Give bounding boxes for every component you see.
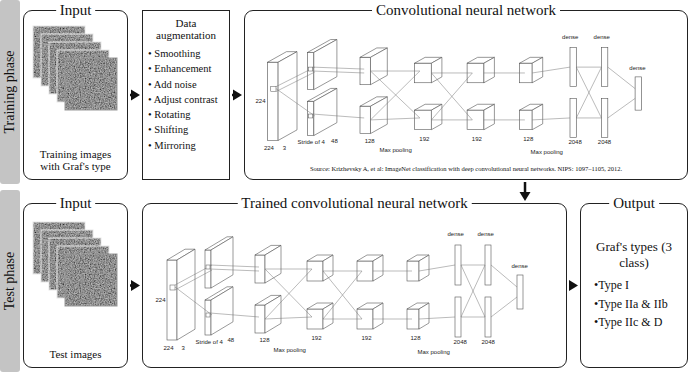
phase-label: Test phase: [2, 252, 18, 311]
layer-label: Max pooling: [530, 149, 563, 156]
layer-label: 192: [361, 335, 372, 342]
layer-label: 128: [364, 138, 375, 145]
layer-label: 2048: [597, 139, 611, 146]
layer-label: 48: [331, 138, 339, 145]
layer-label: dense: [562, 34, 579, 41]
phase-band: Test phase: [0, 190, 20, 372]
list-item: • Shifting: [148, 122, 224, 137]
list-item: •Type IIc & D: [586, 313, 682, 332]
layer-label: dense: [511, 263, 528, 270]
layer-label: Max pooling: [417, 349, 450, 356]
layer-label: 192: [419, 136, 430, 143]
box-heading: Data augmentation: [148, 17, 224, 41]
arrow-connector: [130, 280, 140, 291]
cnn-figure: [167, 237, 523, 340]
layer-label: 48: [227, 337, 235, 344]
layer-label: 224: [263, 145, 274, 152]
list-item: • Rotating: [148, 107, 224, 122]
layer-label: 224: [255, 98, 266, 105]
cnn-box: Convolutional neural networkSource: Kriz…: [244, 10, 688, 180]
list-item: •Type IIa & IIb: [586, 295, 682, 314]
layer-label: 2048: [481, 339, 495, 346]
arrow-head: [569, 280, 578, 291]
layer-label: dense: [629, 65, 646, 72]
list-item: • Mirroring: [148, 138, 224, 153]
arrow-head: [131, 90, 140, 101]
layer-label: Stride of 4: [297, 139, 325, 146]
input-box: InputTraining images with Graf's type: [23, 10, 128, 180]
list-item: • Add noise: [148, 77, 224, 92]
arrow-connector: [232, 90, 242, 101]
layer-label: Stride of 4: [195, 339, 223, 346]
box-heading: Convolutional neural network: [372, 1, 560, 19]
layer-label: 192: [311, 335, 322, 342]
list-item: • Enhancement: [148, 61, 224, 76]
source-note: Source: Krizhevsky A, et al: ImageNet cl…: [250, 165, 682, 173]
box-caption: Graf's types (3 class): [586, 239, 682, 270]
box-caption: Test images: [29, 348, 122, 361]
layer-label: Max pooling: [379, 147, 412, 154]
layer-label: 2048: [568, 139, 582, 146]
layer-label: 128: [410, 335, 421, 342]
arrow-head: [131, 280, 140, 291]
layer-label: 224: [155, 297, 166, 304]
arrow-head: [233, 90, 242, 101]
list-item: • Adjust contrast: [148, 92, 224, 107]
box-heading: Trained convolutional neural network: [237, 194, 471, 212]
box-heading: Output: [609, 194, 659, 212]
arrow-connector: [130, 90, 140, 101]
layer-label: dense: [477, 231, 494, 238]
connector-line: [524, 182, 527, 193]
layer-label: 3: [181, 345, 185, 352]
layer-label: dense: [447, 231, 464, 238]
layer-label: 224: [163, 345, 174, 352]
layer-label: Max pooling: [273, 347, 306, 354]
phase-band: Training phase: [0, 0, 20, 184]
box-heading: Input: [56, 1, 96, 19]
layer-label: 128: [259, 337, 270, 344]
arrow-connector: [520, 182, 531, 201]
layer-label: 128: [523, 136, 534, 143]
arrow-head: [520, 192, 531, 201]
layer-label: 3: [282, 145, 286, 152]
test-images: [33, 222, 117, 306]
list-item: •Type I: [586, 276, 682, 295]
input-box: InputTest images: [23, 203, 128, 368]
output-box: OutputGraf's types (3 class)•Type I•Type…: [580, 203, 688, 368]
layer-label: dense: [593, 34, 610, 41]
layer-label: 192: [471, 136, 482, 143]
augmentation-box: Data augmentation • Smoothing• Enhancemen…: [142, 10, 230, 180]
layer-label: 2048: [453, 339, 467, 346]
box-caption: Training images with Graf's type: [29, 148, 122, 173]
box-heading: Input: [56, 194, 96, 212]
training-images: [33, 26, 117, 110]
cnn-figure: [268, 40, 642, 141]
list-item: • Smoothing: [148, 46, 224, 61]
phase-label: Training phase: [2, 50, 18, 133]
arrow-connector: [569, 280, 578, 291]
